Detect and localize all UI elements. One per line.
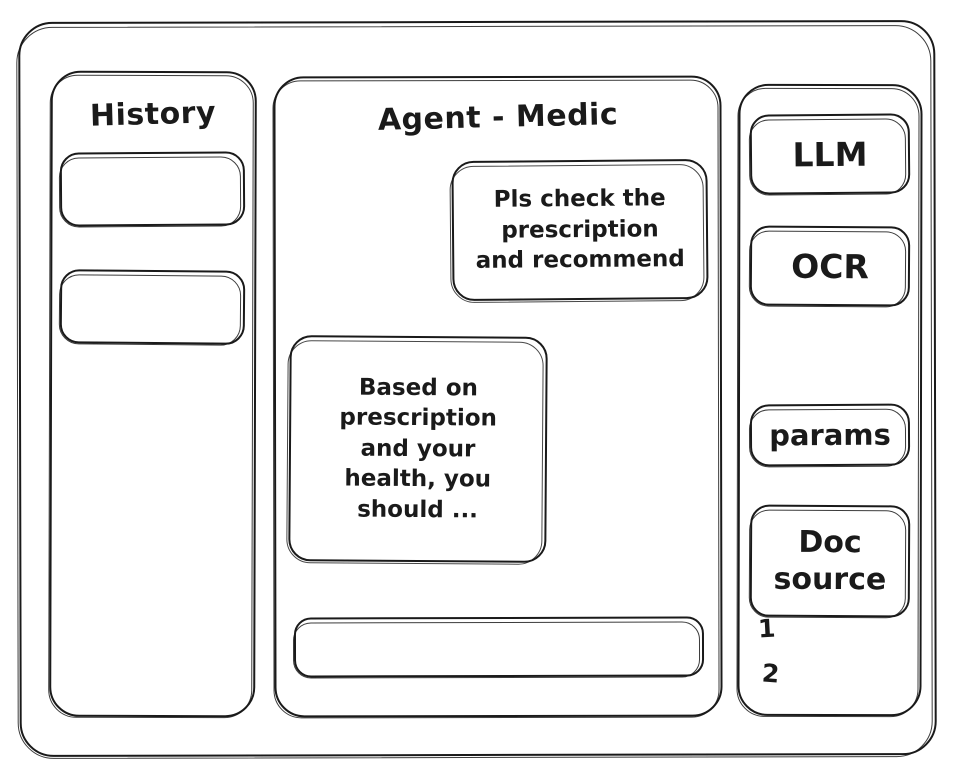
chat-message-user: Pls check the prescription and recommend (451, 158, 709, 302)
history-list-item[interactable] (59, 269, 246, 345)
tool-button-ocr-label: OCR (791, 246, 869, 286)
tool-button-llm[interactable]: LLM (749, 113, 911, 195)
history-panel-title: History (89, 95, 217, 134)
doc-source-list: 1 2 (752, 613, 872, 689)
chat-message-user-text: Pls check the prescription and recommend (475, 185, 685, 275)
tool-button-doc-source-label: Doc source (773, 524, 887, 598)
tool-button-params-label: params (769, 417, 891, 453)
doc-source-list-item-label: 2 (761, 658, 781, 689)
chat-message-agent: Based on prescription and your health, y… (288, 335, 548, 563)
tool-button-doc-source[interactable]: Doc source (749, 504, 911, 618)
tool-button-params[interactable]: params (749, 403, 911, 467)
tool-button-ocr[interactable]: OCR (749, 225, 911, 307)
doc-source-list-item[interactable]: 1 (752, 613, 872, 661)
tool-button-llm-label: LLM (792, 134, 868, 174)
message-input[interactable] (306, 628, 710, 666)
history-list-item[interactable] (59, 151, 246, 227)
chat-message-agent-text: Based on prescription and your health, y… (339, 374, 498, 524)
doc-source-list-item[interactable]: 2 (752, 658, 872, 689)
doc-source-list-item-label: 1 (757, 613, 777, 644)
